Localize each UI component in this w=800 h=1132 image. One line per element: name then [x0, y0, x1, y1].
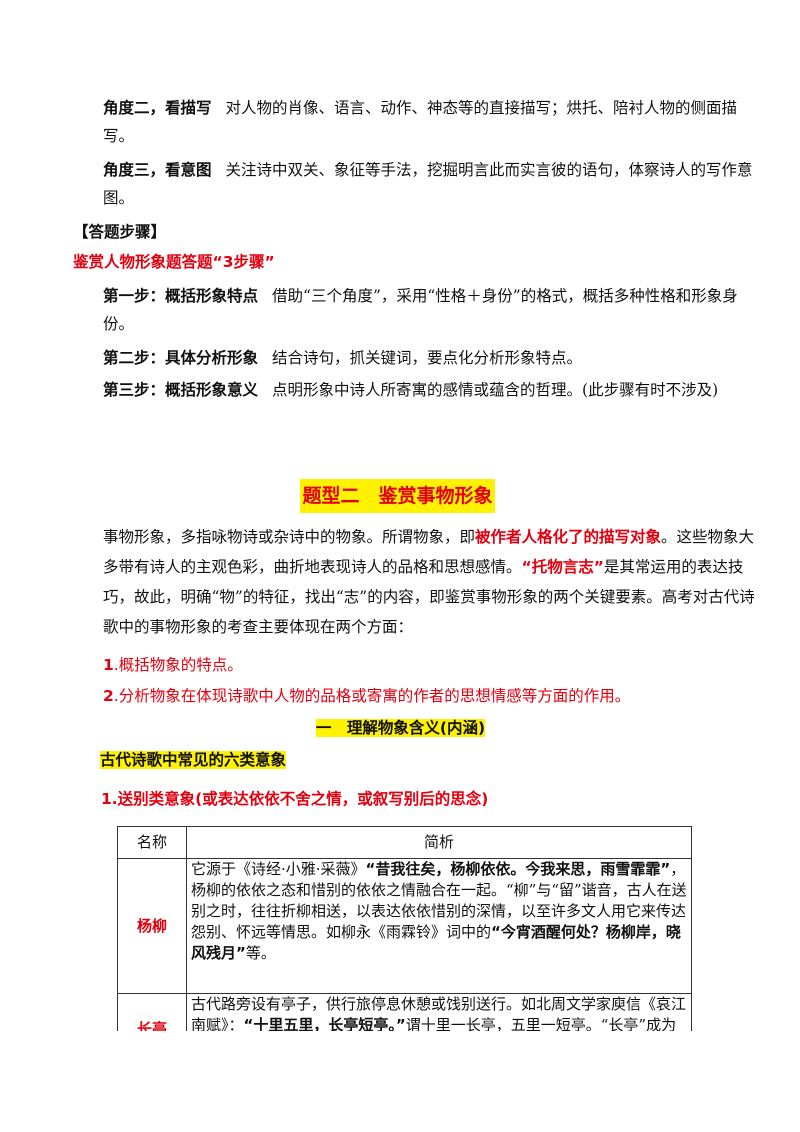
step-three-paragraph: 第三步：概括形象意义点明形象中诗人所寄寓的感情或蕴含的哲理。(此步骤有时不涉及) [73, 376, 758, 404]
angle-three-label: 角度三，看意图 [103, 161, 212, 179]
steps-subtitle: 鉴赏人物形象题答题“3步骤” [73, 253, 275, 271]
intro-highlight-2: “托物言志” [521, 558, 604, 576]
intro-highlight-1: 被作者人格化了的描写对象 [475, 528, 662, 546]
step-two-paragraph: 第二步：具体分析形象结合诗句，抓关键词，要点化分析形象特点。 [73, 344, 758, 372]
steps-header: 【答题步骤】 [73, 223, 167, 241]
yangliu-text-1: 它源于《诗经·小雅·采薇》 [191, 860, 366, 878]
table-clip: 名称 简析 杨柳 它源于《诗经·小雅·采薇》“昔我往矣，杨柳依依。今我来思，雨雪… [0, 826, 800, 1031]
point-one-text: .概括物象的特点。 [113, 656, 243, 674]
row-desc-changting: 古代路旁设有亭子，供行旅停息休憩或饯别送行。如北周文学家庾信《哀江南赋》：“十里… [186, 993, 692, 1031]
changting-quote-1: “十里五里，长亭短亭。” [243, 1016, 406, 1031]
angle-two-label: 角度二，看描写 [103, 99, 212, 117]
point-two-num: 2 [103, 687, 114, 705]
category-title: 1.送别类意象(或表达依依不舍之情，或叙写别后的思念) [101, 790, 489, 808]
step-two-text: 结合诗句，抓关键词，要点化分析形象特点。 [272, 349, 583, 367]
yangliu-text-2: ，杨柳的依依之态和惜别的依依之情融合在一起。“柳”与“留”谐音，古人在送别之时，… [191, 860, 687, 941]
row-name-yangliu: 杨柳 [117, 858, 187, 994]
point-one: 1.概括物象的特点。 [73, 651, 758, 679]
step-three-label: 第三步：概括形象意义 [103, 381, 259, 399]
angle-three-text: 关注诗中双关、象征等手法，挖掘明言此而实言彼的语句，体察诗人的写作意图。 [103, 161, 753, 207]
section-title: 题型二 鉴赏事物形象 [300, 479, 495, 513]
intro-text-3: 是其常运用的表达技巧，故此，明确“物”的特征，找出“志”的内容，即鉴赏事物形象的… [103, 558, 755, 636]
intro-text-1: 事物形象，多指咏物诗或杂诗中的物象。所谓物象，即 [103, 528, 476, 546]
angle-three-paragraph: 角度三，看意图关注诗中双关、象征等手法，挖掘明言此而实言彼的语句，体察诗人的写作… [73, 156, 758, 212]
table-header-desc: 简析 [186, 826, 692, 859]
step-three-text: 点明形象中诗人所寄寓的感情或蕴含的哲理。(此步骤有时不涉及) [272, 381, 719, 399]
angle-two-paragraph: 角度二，看描写对人物的肖像、语言、动作、神态等的直接描写；烘托、陪衬人物的侧面描… [73, 94, 758, 150]
table-header-name: 名称 [117, 826, 187, 859]
intro-paragraph: 事物形象，多指咏物诗或杂诗中的物象。所谓物象，即被作者人格化了的描写对象。这些物… [73, 522, 758, 642]
imagery-table: 名称 简析 杨柳 它源于《诗经·小雅·采薇》“昔我往矣，杨柳依依。今我来思，雨雪… [117, 826, 692, 1031]
yangliu-quote-2: “今宵酒醒何处？杨柳岸，晓风残月” [191, 923, 681, 962]
six-types-title: 古代诗歌中常见的六类意象 [100, 746, 755, 774]
yangliu-text-3: 等。 [245, 944, 276, 962]
sub-section-title: 一 理解物象含义(内涵) [73, 714, 728, 742]
point-two-text: .分析物象在体现诗歌中人物的品格或寄寓的作者的思想情感等方面的作用。 [113, 687, 631, 705]
angle-two-text: 对人物的肖像、语言、动作、神态等的直接描写；烘托、陪衬人物的侧面描写。 [103, 99, 738, 145]
step-one-label: 第一步：概括形象特点 [103, 287, 259, 305]
six-types-title-text: 古代诗歌中常见的六类意象 [100, 751, 287, 769]
table-row: 杨柳 它源于《诗经·小雅·采薇》“昔我往矣，杨柳依依。今我来思，雨雪霏霏”，杨柳… [117, 858, 692, 994]
row-desc-yangliu: 它源于《诗经·小雅·采薇》“昔我往矣，杨柳依依。今我来思，雨雪霏霏”，杨柳的依依… [186, 858, 692, 994]
changting-text-1: 古代路旁设有亭子，供行旅停息休憩或饯别送行。如北周文学家庾信《哀江南赋》： [191, 995, 687, 1031]
step-one-text: 借助“三个角度”，采用“性格＋身份”的格式，概括多种性格和形象身份。 [103, 287, 738, 333]
yangliu-quote-1: “昔我往矣，杨柳依依。今我来思，雨雪霏霏” [365, 860, 671, 878]
step-one-paragraph: 第一步：概括形象特点借助“三个角度”，采用“性格＋身份”的格式，概括多种性格和形… [73, 282, 758, 338]
step-two-label: 第二步：具体分析形象 [103, 349, 259, 367]
table-row: 长亭 古代路旁设有亭子，供行旅停息休憩或饯别送行。如北周文学家庾信《哀江南赋》：… [117, 993, 692, 1031]
table-header-row: 名称 简析 [117, 826, 692, 859]
point-two: 2.分析物象在体现诗歌中人物的品格或寄寓的作者的思想情感等方面的作用。 [73, 682, 758, 710]
row-name-changting: 长亭 [117, 993, 187, 1031]
changting-text-2: 谓十里一长亭，五里一短亭。“长亭”成为一个蕴含着依依惜别之情的意象，在古代送别诗… [405, 1016, 677, 1031]
intro-text-2: 。这些物象大多带有诗人的主观色彩，曲折地表现诗人的品格和思想感情。 [103, 528, 755, 576]
point-one-num: 1 [103, 656, 114, 674]
sub-section-title-text: 一 理解物象含义(内涵) [315, 719, 486, 737]
